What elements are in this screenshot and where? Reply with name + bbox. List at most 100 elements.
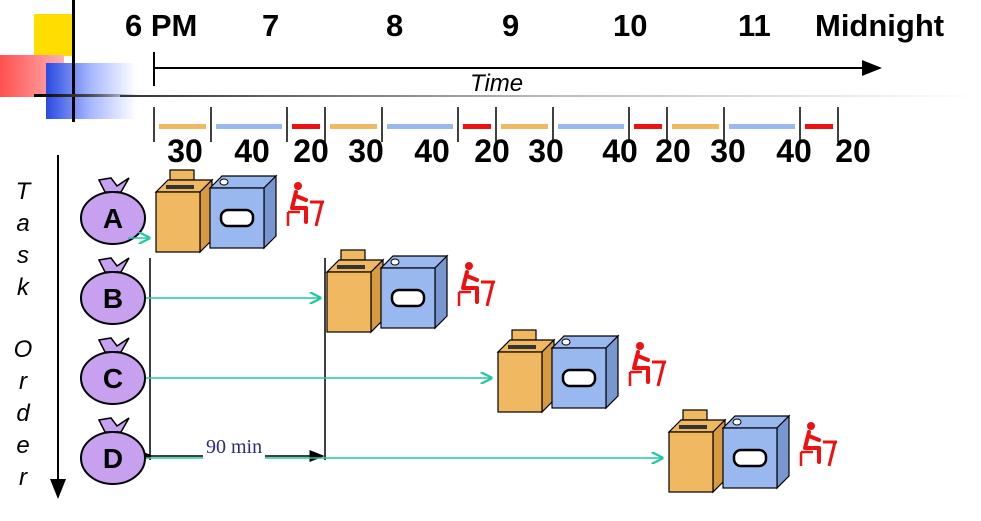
washer-lid-slot [679,425,707,429]
dryer-knob [219,178,229,186]
time-axis-label: Time [470,70,524,97]
table-icon [652,360,666,387]
washer-icon [497,351,543,413]
stage-duration-label: 40 [234,133,270,169]
bag-tie-icon [97,417,130,433]
task-letter: C [103,363,123,394]
hour-label: 8 [386,8,404,43]
gap-label: 90 min [203,436,266,459]
laundry-bag-icon [80,191,146,245]
dryer-side [434,254,448,330]
washer-icon [155,191,201,253]
stage-duration-label: 20 [835,133,871,169]
dryer-knob [732,418,742,426]
stage-bar [463,124,491,129]
washer-lid-slot [508,345,536,349]
laundry-bag-icon [80,271,146,325]
dryer-door [732,448,768,468]
task-row: B [80,249,495,334]
chair-icon [286,210,300,226]
dryer-knob [390,258,400,266]
task-letter: B [103,283,123,314]
stage-duration-label: 30 [167,133,203,169]
stage-duration-label: 20 [293,133,329,169]
folding-person-icon [290,190,308,224]
table-icon [310,200,324,227]
hour-label: 9 [502,8,520,43]
washer-panel [511,329,537,341]
dryer-side [776,414,790,490]
stage-bar [216,124,282,129]
hour-label: 10 [613,8,648,43]
chair-icon [457,290,471,306]
dryer-side [605,334,619,410]
laundry-bag-icon [80,351,146,405]
stage-bars [153,107,839,142]
bag-tie-icon [97,337,130,353]
task-letter: D [103,443,123,474]
task-order-letter: k [17,274,29,301]
task-order-letter: r [19,464,27,491]
table-icon [823,440,837,467]
task-order-letter: s [17,242,29,269]
washer-icon [326,271,372,333]
dryer-door [219,208,255,228]
person-head-icon [294,182,302,190]
task-order-letter: d [16,400,30,427]
task-row: C [80,329,666,414]
header-rule [120,95,980,97]
hour-label: 6 PM [125,8,198,43]
stage-duration-label: 40 [776,133,812,169]
task-row: D [80,409,837,494]
stage-duration-label: 20 [474,133,510,169]
stage-bar [292,124,320,129]
task-order-letter: r [19,368,27,395]
task-order-letter: e [16,432,30,459]
stage-bar [672,124,719,129]
stage-duration-label: 40 [602,133,638,169]
dryer-knob [561,338,571,346]
stage-duration-label: 30 [348,133,384,169]
stage-bar [330,124,377,129]
bag-tie-icon [97,177,130,193]
corner-logo [0,0,140,125]
task-order-letter: O [13,336,33,363]
stage-bar [805,124,833,129]
stage-bar [729,124,795,129]
folding-person-icon [632,350,650,384]
stage-duration-label: 40 [414,133,450,169]
folding-person-icon [461,270,479,304]
stage-bar [387,124,453,129]
chair-icon [799,450,813,466]
dryer-door [390,288,426,308]
washer-panel [340,249,366,261]
chair-icon [628,370,642,386]
task-letter: A [103,203,123,234]
stage-bar [634,124,662,129]
hour-label: 7 [262,8,280,43]
task-order-letter: T [15,178,31,205]
stage-bar [159,124,206,129]
stage-bar [558,124,624,129]
person-head-icon [636,342,644,350]
laundry-bag-icon [80,431,146,485]
task-rows: A B C D [80,169,837,494]
bag-tie-icon [97,257,130,273]
stage-duration-label: 20 [655,133,691,169]
table-icon [481,280,495,307]
stage-bar [501,124,548,129]
task-order-letter: a [16,210,30,237]
hour-label: Midnight [815,8,945,43]
stage-duration-label: 30 [710,133,746,169]
hour-label: 11 [738,8,771,43]
washer-panel [169,169,195,181]
dryer-door [561,368,597,388]
dryer-side [263,174,277,250]
washer-icon [668,431,714,493]
stage-duration-label: 30 [528,133,564,169]
washer-lid-slot [166,185,194,189]
folding-person-icon [803,430,821,464]
washer-lid-slot [337,265,365,269]
